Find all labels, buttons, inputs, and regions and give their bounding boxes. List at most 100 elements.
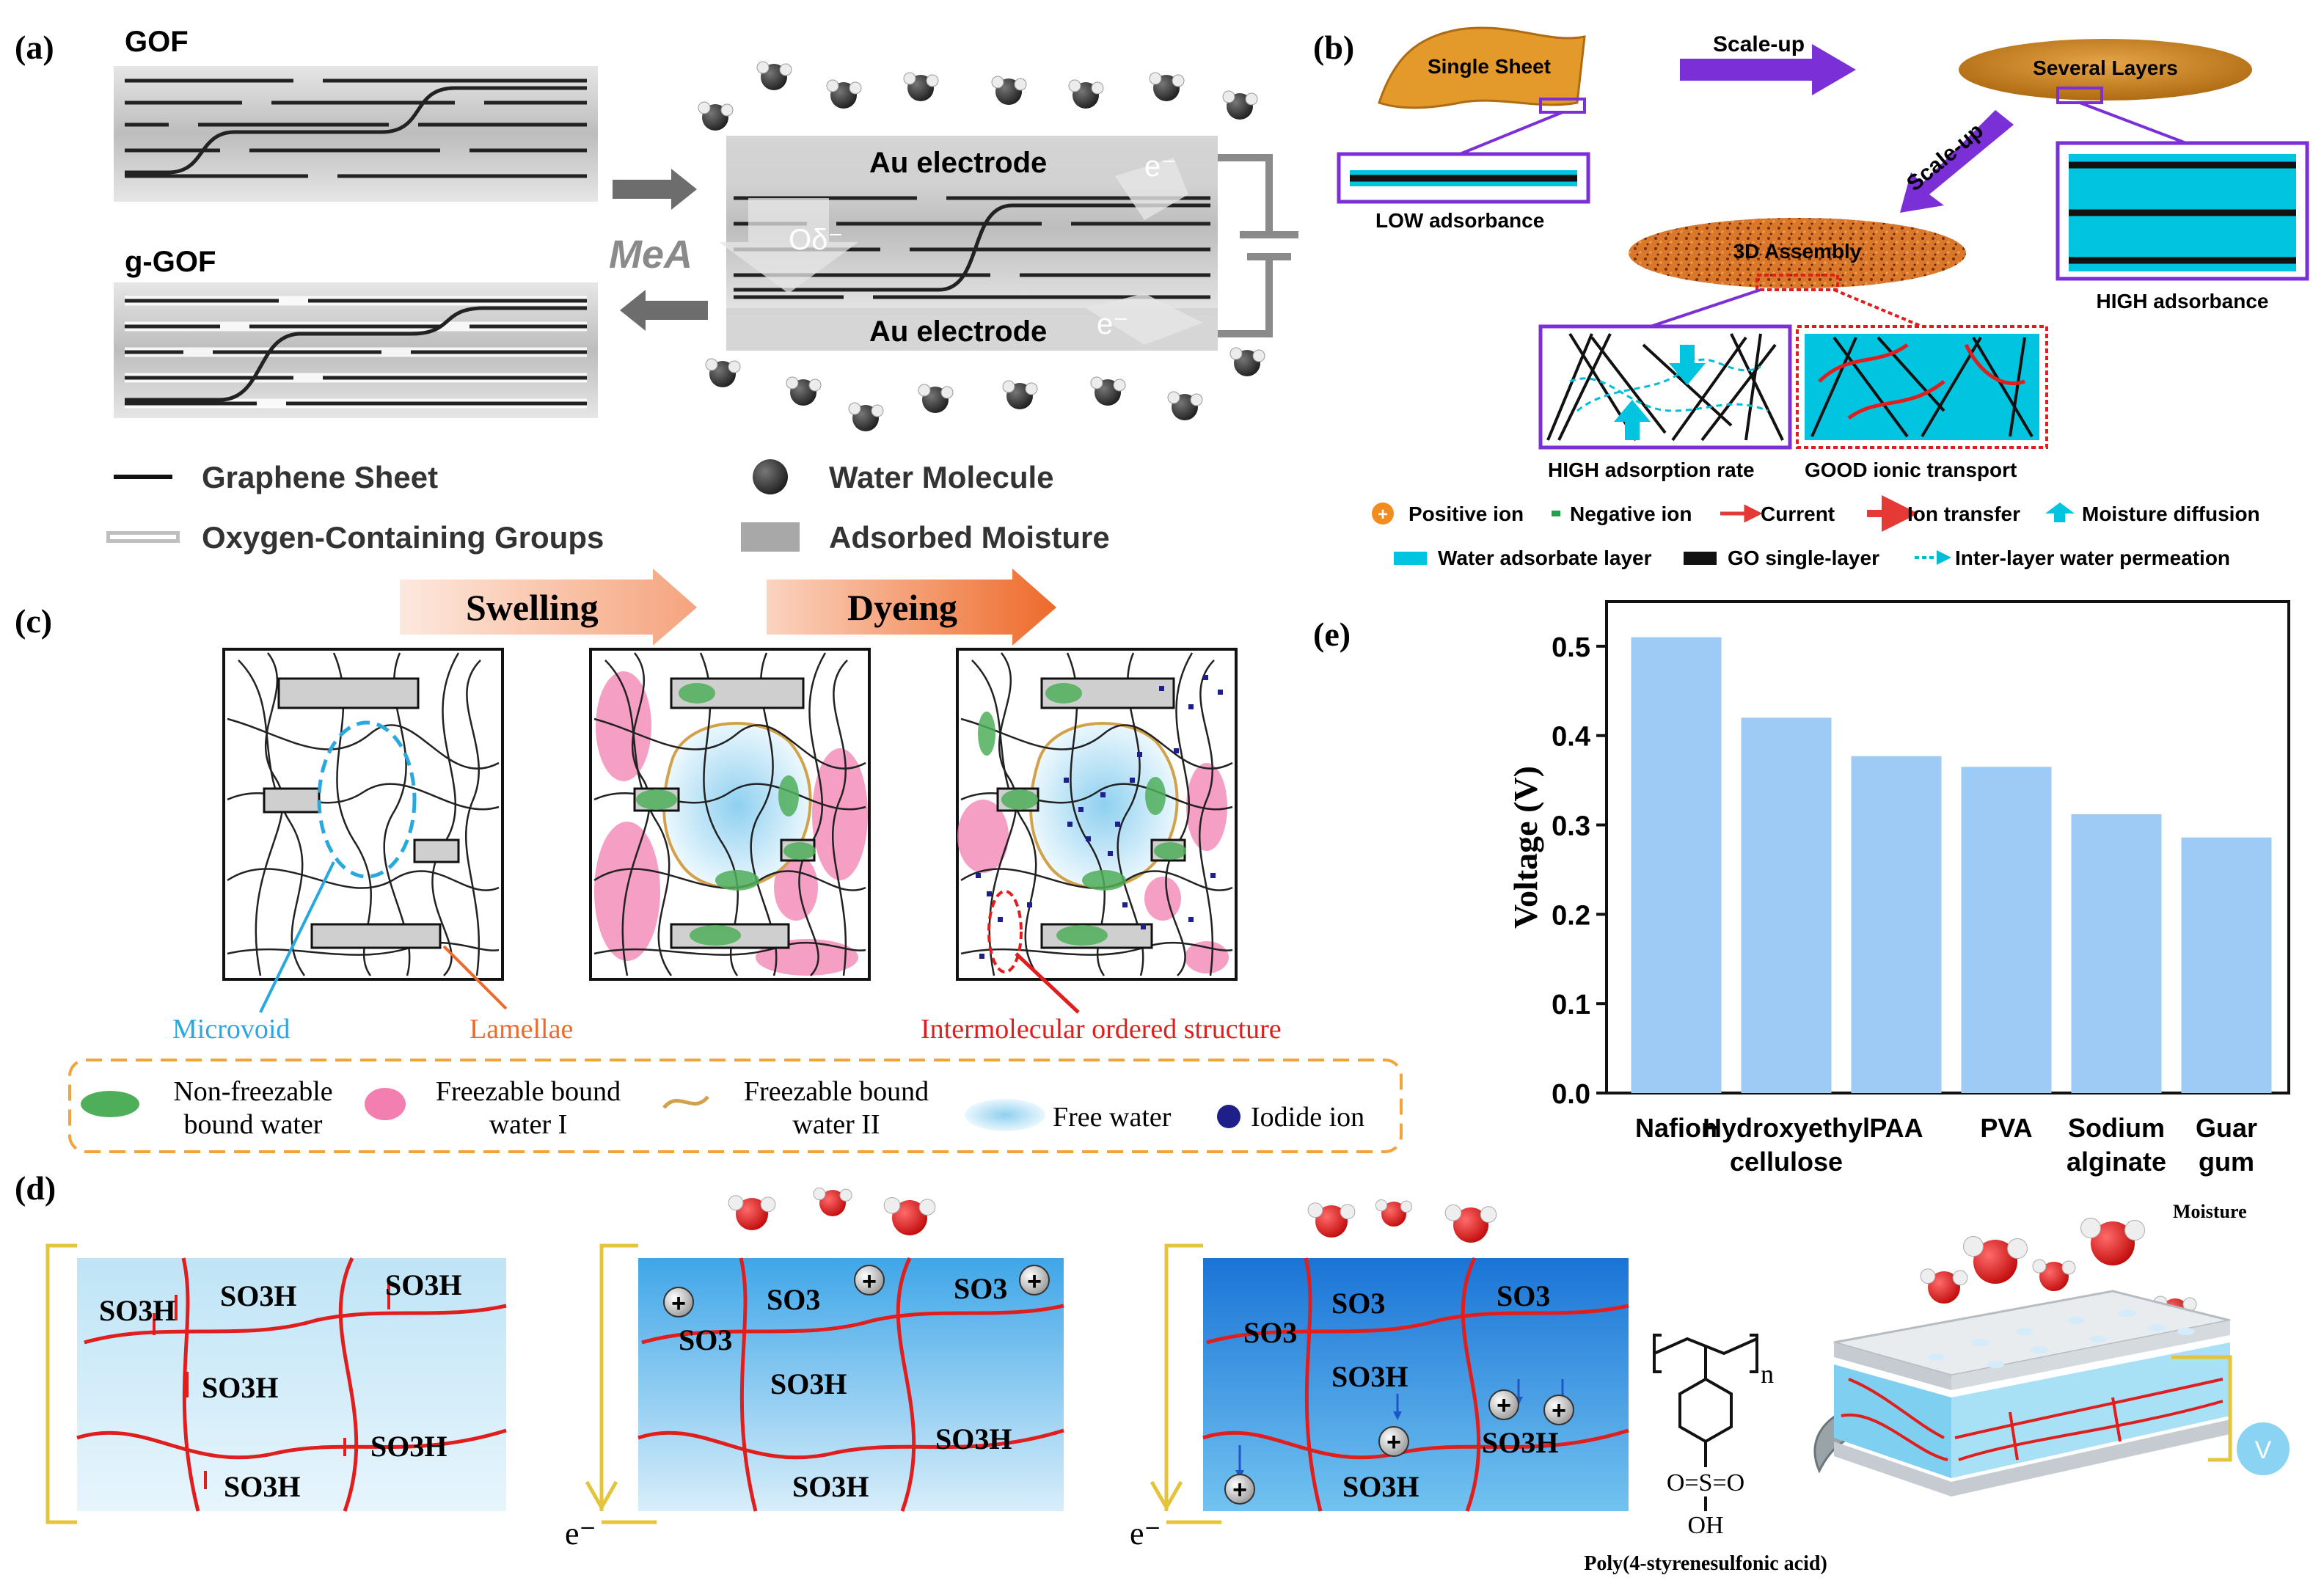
water-molecule-red <box>892 1200 927 1235</box>
water-hydrogen <box>1245 92 1258 106</box>
wet1-so3h-2: SO3H <box>935 1422 1012 1455</box>
water-hydrogen <box>1229 347 1243 360</box>
legend-free-water-swatch <box>965 1099 1045 1131</box>
water-hydrogen <box>720 103 734 117</box>
several-layers-zoom-line <box>2079 101 2187 145</box>
water-hydrogen <box>848 402 861 415</box>
legend-freezable2-line1: Freezable bound <box>744 1076 929 1107</box>
assembly-zoom-box <box>1755 274 1839 291</box>
wet2-electron-arrowhead <box>1150 1480 1183 1512</box>
legend-current-label: Current <box>1761 503 1835 525</box>
panel-label-c: (c) <box>15 602 52 640</box>
panel-label-e: (e) <box>1313 615 1351 653</box>
legend-positive-swatch <box>1372 503 1394 525</box>
water-molecule-red <box>1973 1240 2017 1284</box>
dyeing-label: Dyeing <box>847 587 957 628</box>
electron-bottom-label: e⁻ <box>1097 308 1128 340</box>
panel-b: (b) Single Sheet LOW adsorbance Scale-up… <box>1313 26 2309 569</box>
pss-subscript: n <box>1761 1359 1774 1389</box>
x-tick-label: gum <box>2199 1147 2254 1177</box>
electron-bottom-arrow <box>1086 293 1203 345</box>
iodide-ion <box>1067 822 1073 827</box>
water-hydrogen <box>813 1187 826 1201</box>
iodide-ion <box>1159 686 1164 691</box>
water-hydrogen <box>756 61 770 74</box>
freezable-water-2c <box>812 748 868 880</box>
lamella-1b <box>263 787 321 814</box>
water-hydrogen <box>839 1188 852 1202</box>
gof-graphene-lines <box>125 78 587 178</box>
wet1-electron-label: e⁻ <box>565 1516 596 1552</box>
wet2-so3-1: SO3 <box>1331 1287 1385 1320</box>
membrane-wet-1 <box>638 1258 1064 1511</box>
circuit-wire <box>1218 154 1298 337</box>
high-adsorbance-label: HIGH adsorbance <box>2097 290 2269 313</box>
diffusion-arrow-1 <box>1669 345 1706 385</box>
ggof-label: g-GOF <box>125 246 216 278</box>
wet1-proton-sign-2: + <box>862 1268 877 1296</box>
water-hydrogen <box>705 358 718 371</box>
electrode-top-label: Au electrode <box>869 147 1047 179</box>
chart-plot-area: 0.00.10.20.30.40.5NafionHydroxyethylcell… <box>1552 632 2272 1177</box>
iodide-ion <box>1137 752 1142 757</box>
freezable-water-3b <box>1144 877 1181 921</box>
voltmeter-icon <box>2234 1419 2292 1478</box>
lamella-1d <box>310 923 442 949</box>
device-bottom-plate <box>1834 1419 2230 1497</box>
swelling-label: Swelling <box>466 587 599 628</box>
water-molecule-red <box>1381 1202 1406 1227</box>
wet2-so3h-2: SO3H <box>1482 1426 1558 1459</box>
polymer-chain <box>971 659 1039 976</box>
lamella-1a <box>277 677 420 709</box>
polymer-chain <box>960 717 1233 770</box>
wet1-so3h-1: SO3H <box>770 1367 847 1400</box>
x-tick-label: Sodium <box>2068 1113 2165 1143</box>
polymer-chain <box>988 652 1017 976</box>
wet2-bracket <box>1164 1243 1221 1524</box>
water-hydrogen <box>1952 1270 1968 1286</box>
water-hydrogen <box>1400 1200 1413 1213</box>
nonfreezable-water-3 <box>978 683 1186 946</box>
panel-c: (c) Swelling Dyeing Microvoid Lamellae <box>15 569 1403 1153</box>
polymer-chain <box>593 941 866 956</box>
legend-negative-swatch <box>1552 511 1560 516</box>
legend-moisture-swatch <box>741 522 800 552</box>
polymer-chain <box>464 659 481 976</box>
iodide-ion <box>1188 704 1194 709</box>
device-wire <box>2171 1355 2232 1462</box>
x-tick-label: cellulose <box>1730 1147 1843 1177</box>
x-tick-label: Guar <box>2196 1113 2257 1143</box>
legend-moisture-label: Adsorbed Moisture <box>829 520 1110 555</box>
device-polymer-lines <box>1841 1378 2223 1461</box>
iodide-ion <box>1027 902 1032 907</box>
x-tick-label: PVA <box>1980 1113 2032 1143</box>
water-hydrogen <box>1375 1199 1388 1212</box>
panel-c-legend-box <box>68 1059 1403 1153</box>
water-hydrogen <box>2007 1238 2028 1259</box>
water-hydrogen <box>1252 349 1265 362</box>
water-hydrogen <box>1025 382 1038 395</box>
diffusion-arrow-2 <box>1614 400 1651 440</box>
iodide-ion <box>987 891 992 896</box>
y-tick-label: 0.4 <box>1552 722 1590 753</box>
legend-water-layer-label: Water adsorbate layer <box>1438 547 1652 569</box>
wet2-so3-3: SO3 <box>1497 1279 1550 1312</box>
dry-bracket <box>45 1243 77 1524</box>
water-molecules <box>698 61 1265 431</box>
legend-water-label: Water Molecule <box>829 460 1054 494</box>
legend-go-label: GO single-layer <box>1728 547 1879 569</box>
water-hydrogen <box>1190 393 1203 406</box>
iodide-ion <box>1064 778 1069 783</box>
dry-so3h-3: SO3H <box>385 1268 461 1301</box>
freezable-water-2a <box>596 671 651 781</box>
panel-label-d: (d) <box>15 1169 56 1207</box>
wet2-proton-sign-3: + <box>1552 1397 1566 1425</box>
device-pores <box>1928 1309 2195 1368</box>
y-tick-label: 0.3 <box>1552 811 1590 842</box>
water-hydrogen <box>1172 74 1185 87</box>
panel-label-a: (a) <box>15 29 54 66</box>
iodide-ion <box>976 873 981 878</box>
wet1-so3h-3: SO3H <box>792 1470 869 1503</box>
